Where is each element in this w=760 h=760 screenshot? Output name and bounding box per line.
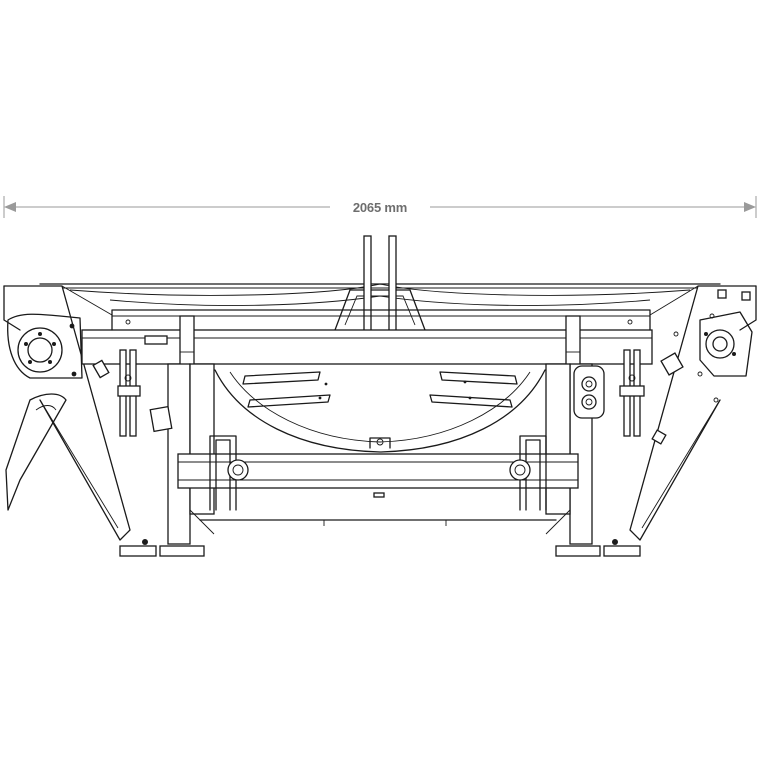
- left-side-frame: [3, 285, 131, 541]
- overall-width-label: 2065 mm: [330, 199, 430, 217]
- left-tensioner: [117, 349, 173, 437]
- left-inner-foot: [159, 545, 205, 557]
- right-u-bolt: [509, 435, 547, 511]
- dimension-arrow-right: [744, 202, 756, 212]
- dimension-arrow-left: [4, 202, 16, 212]
- right-inner-foot: [555, 545, 601, 557]
- right-tensioner: [619, 349, 645, 437]
- idler-block: [573, 365, 605, 419]
- left-roller: [227, 459, 249, 481]
- left-u-bolt: [209, 435, 249, 511]
- top-belt: [39, 283, 721, 306]
- left-outer-foot: [119, 545, 157, 557]
- left-drive-assembly: [5, 313, 110, 511]
- right-roller: [509, 459, 531, 481]
- right-outer-foot: [603, 545, 641, 557]
- main-cross-beam: [81, 309, 653, 365]
- rotary-drum: [214, 369, 546, 453]
- right-side-frame: [629, 285, 757, 541]
- right-drive-assembly: [651, 289, 753, 445]
- feet: [119, 539, 641, 557]
